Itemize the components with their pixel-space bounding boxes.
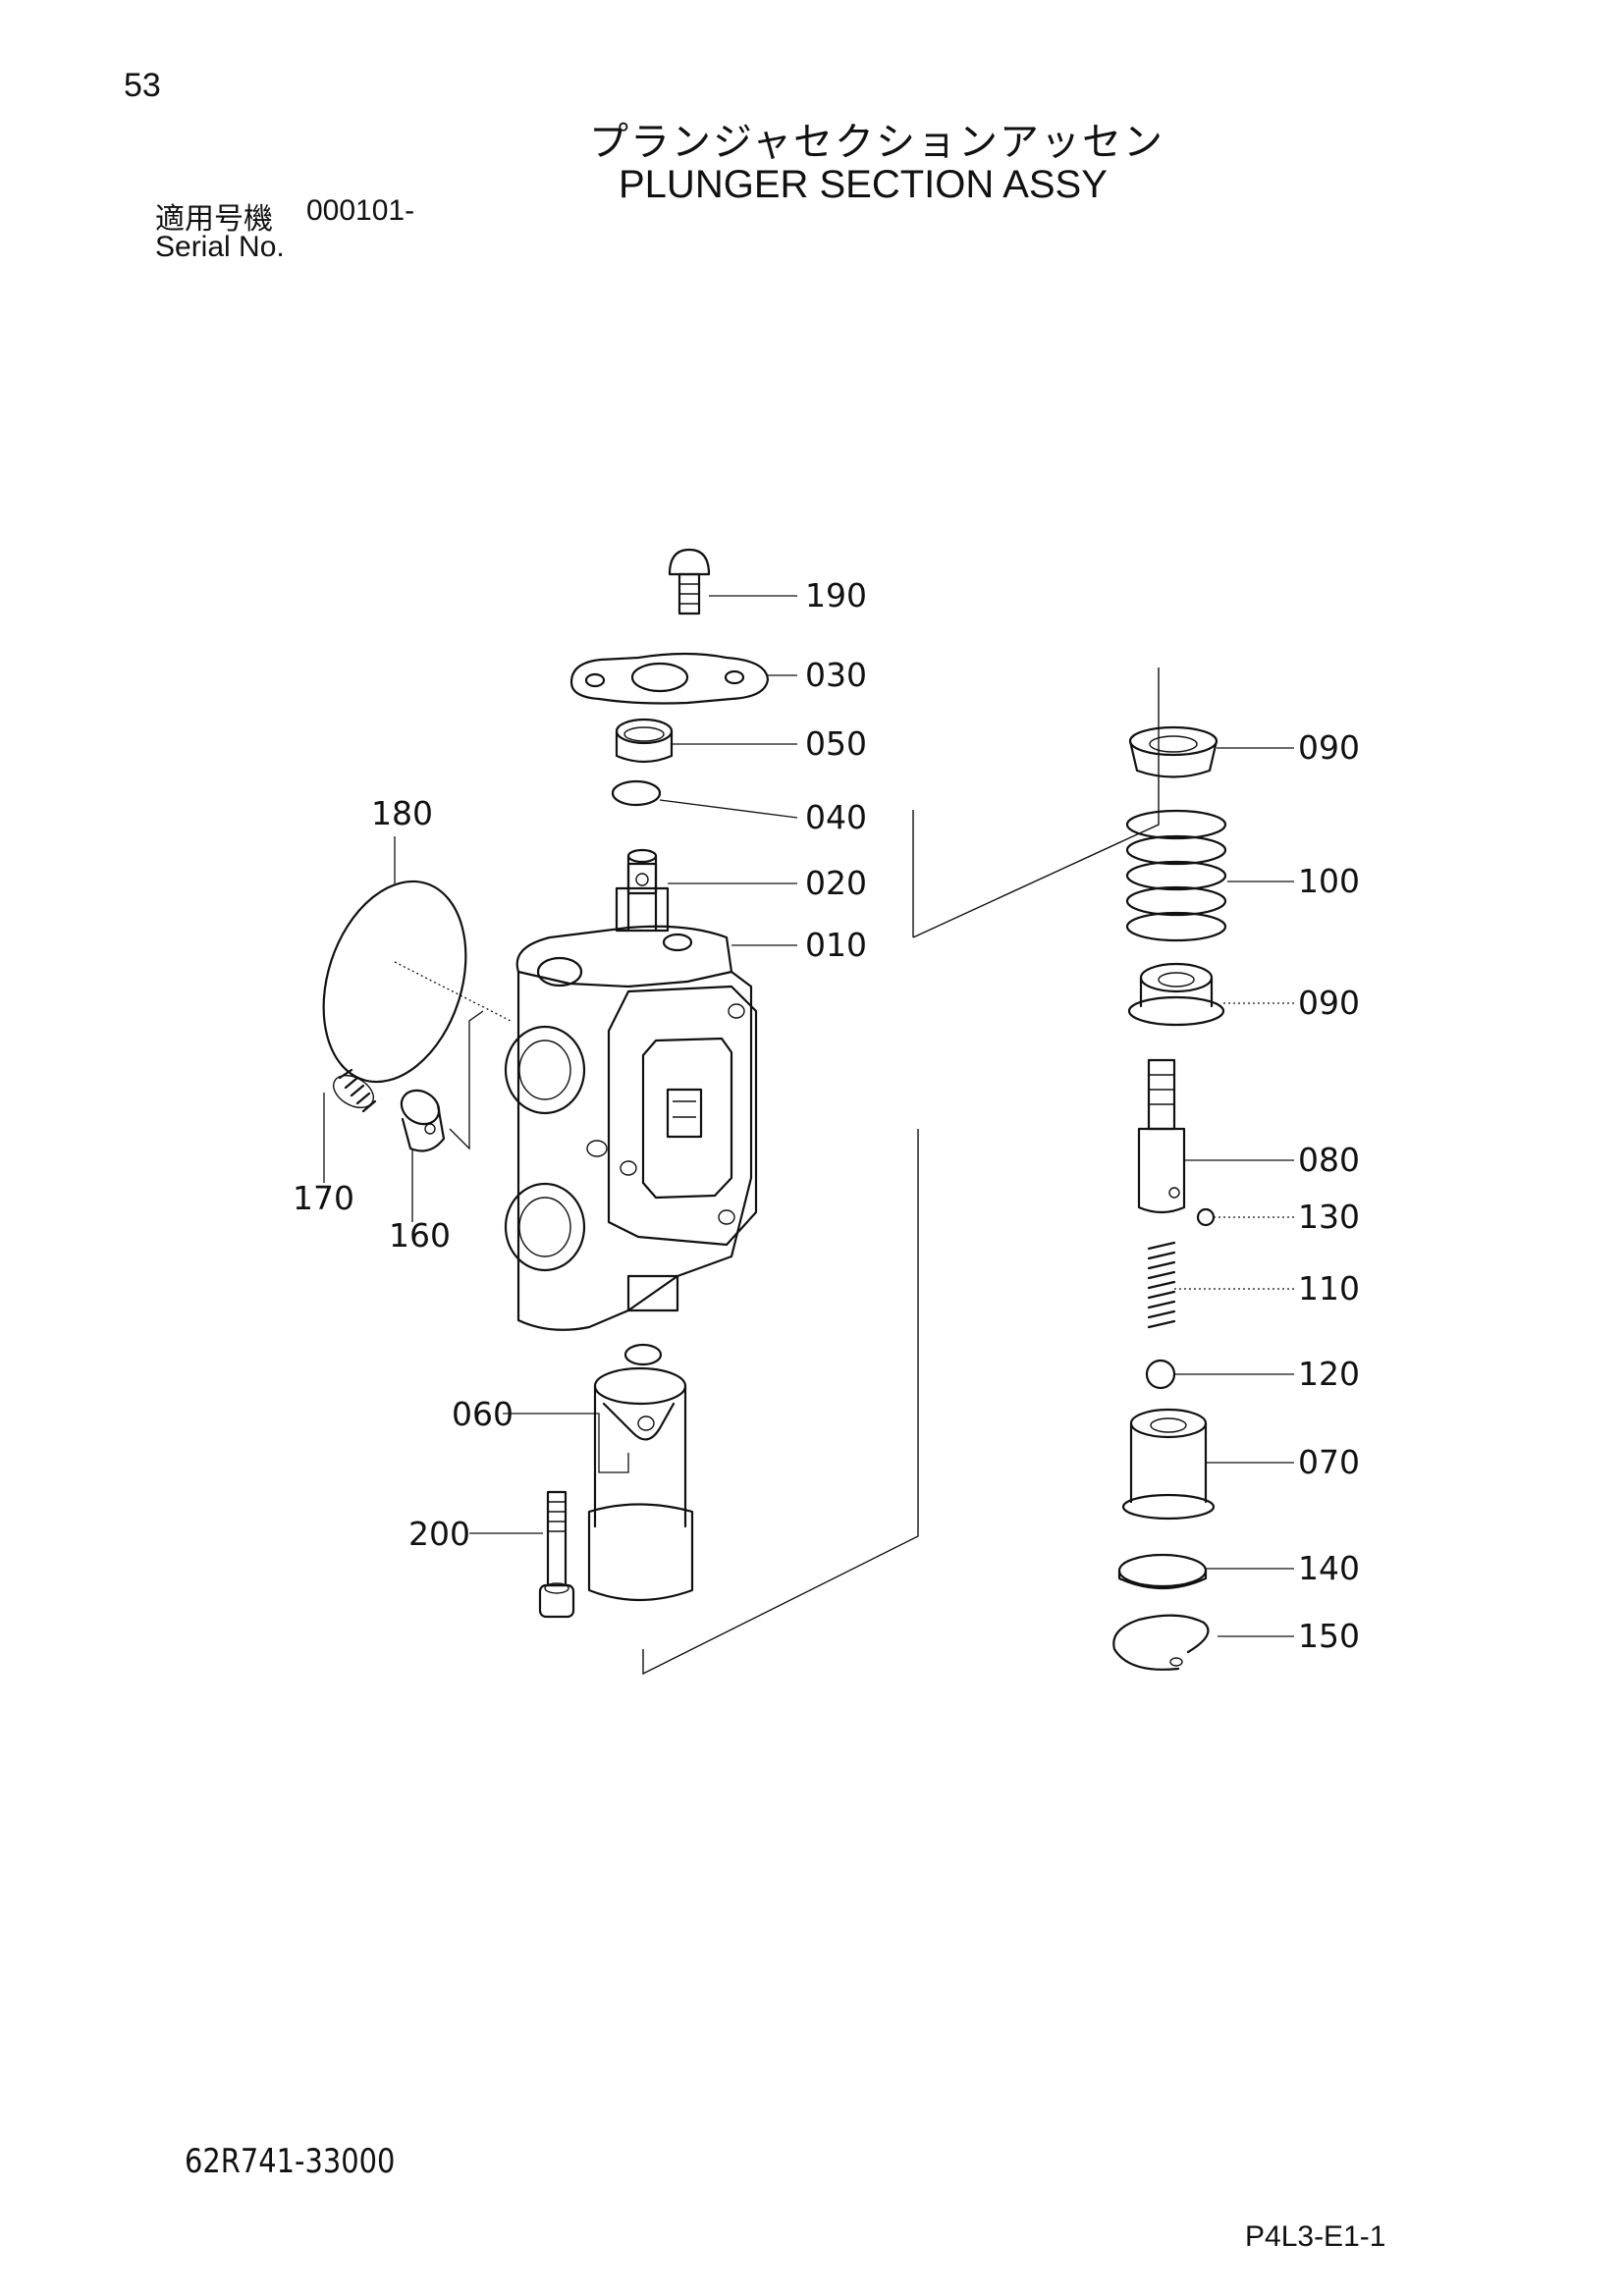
callout-020: 020 <box>805 864 867 902</box>
part-150-snap-ring <box>1112 1614 1210 1671</box>
title-japanese: プランジャセクションアッセン <box>589 121 1164 164</box>
part-070-seat <box>1121 1408 1216 1521</box>
part-160-plug <box>400 1010 484 1152</box>
part-200-bolt <box>538 1490 575 1619</box>
part-020-spool <box>615 848 670 933</box>
callout-080: 080 <box>1298 1141 1360 1179</box>
part-060-sleeve <box>587 1343 694 1602</box>
callout-170: 170 <box>293 1179 354 1217</box>
callout-190: 190 <box>805 576 867 614</box>
part-170-spring <box>333 1068 377 1113</box>
callout-030: 030 <box>805 656 867 694</box>
title-english: PLUNGER SECTION ASSY <box>619 163 1108 206</box>
serial-label-english: Serial No. <box>155 231 285 263</box>
part-130-ball <box>1196 1207 1216 1227</box>
callout-180: 180 <box>371 794 433 832</box>
serial-number-value: 000101- <box>306 194 415 227</box>
part-090-upper-cap <box>1128 725 1218 778</box>
serial-label-japanese: 適用号機 <box>155 203 273 236</box>
callout-130: 130 <box>1298 1198 1360 1236</box>
part-040-o-ring <box>611 779 662 807</box>
callout-120: 120 <box>1298 1355 1360 1393</box>
part-120-ball <box>1145 1359 1176 1390</box>
callout-050: 050 <box>805 724 867 763</box>
callout-150: 150 <box>1298 1617 1360 1655</box>
document-code: 62R741-33000 <box>185 2142 396 2181</box>
part-100-spring <box>1125 809 1227 942</box>
callout-110: 110 <box>1298 1269 1360 1308</box>
part-080-plunger <box>1137 1058 1186 1214</box>
part-110-spring <box>1147 1241 1176 1329</box>
callout-060: 060 <box>452 1395 514 1433</box>
callout-100: 100 <box>1298 862 1360 900</box>
callout-010: 010 <box>805 926 867 964</box>
callout-090-upper: 090 <box>1298 728 1360 767</box>
callout-070: 070 <box>1298 1443 1360 1481</box>
part-090-lower-cap <box>1127 962 1225 1027</box>
part-180-large-o-ring <box>322 880 512 1084</box>
callout-140: 140 <box>1298 1549 1360 1587</box>
page-code: P4L3-E1-1 <box>1245 2220 1386 2253</box>
callout-090-lower: 090 <box>1298 984 1360 1022</box>
part-050-plug <box>615 718 674 764</box>
part-030-flange <box>569 652 770 705</box>
part-140-disc <box>1117 1553 1208 1590</box>
callout-200: 200 <box>408 1515 470 1553</box>
part-190-screw <box>668 548 711 615</box>
callout-160: 160 <box>389 1216 451 1255</box>
page-number: 53 <box>124 67 161 104</box>
part-010-valve-body <box>504 925 758 1331</box>
callout-040: 040 <box>805 798 867 836</box>
